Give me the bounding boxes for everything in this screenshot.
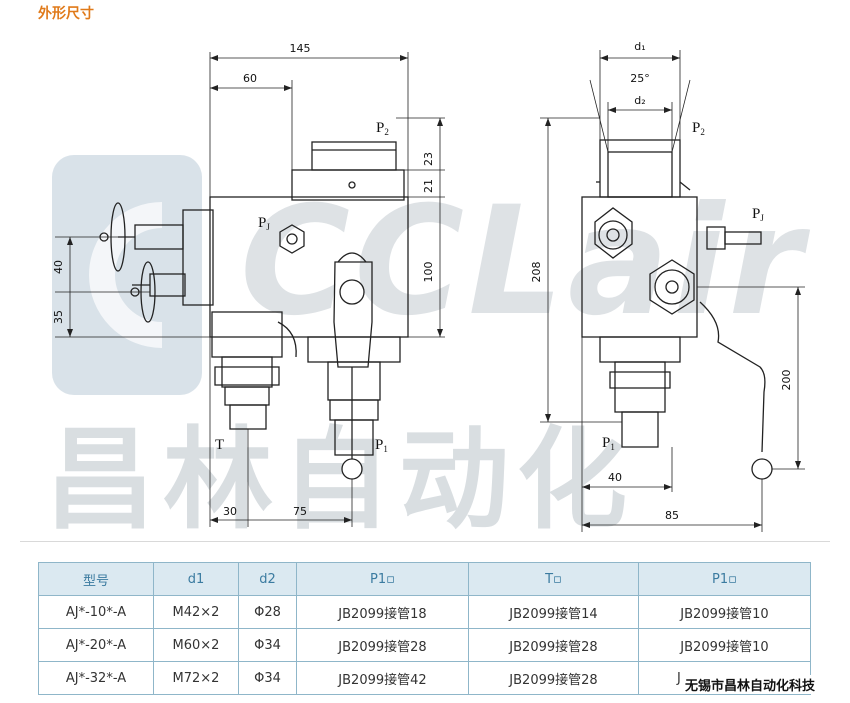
side-view [581, 139, 773, 480]
section-heading: 外形尺寸 [38, 6, 94, 22]
table-header-row: 型号 d1 d2 P1▫ T▫ P1▫ [38, 562, 811, 596]
company-name: 无锡市昌林自动化科技 [683, 675, 818, 694]
dimension-arrows [67, 55, 801, 528]
dim-40-side: 40 [608, 471, 622, 484]
dimension-drawing: 145 60 23 21 100 40 35 30 75 d₁ 25° d₂ 2… [52, 40, 805, 532]
table-cell: JB2099接管18 [296, 595, 469, 629]
dim-100: 100 [422, 262, 435, 283]
table-cell: AJ*-20*-A [38, 628, 154, 662]
table-cell: JB2099接管28 [468, 628, 639, 662]
front-dimensions [55, 52, 445, 527]
table-cell: M72×2 [153, 661, 239, 695]
label-p1-front: P1 [375, 437, 388, 454]
dim-75: 75 [293, 505, 307, 518]
header-d1: d1 [153, 562, 239, 596]
dim-85: 85 [665, 509, 679, 522]
watermark-brand-cn: 昌林自动化 [45, 416, 635, 544]
table-row: AJ*-10*-A M42×2 Φ28 JB2099接管18 JB2099接管1… [38, 595, 811, 629]
dim-21: 21 [422, 179, 435, 193]
label-pj-side: PJ [752, 206, 764, 223]
dim-40: 40 [52, 260, 65, 274]
table-cell: M42×2 [153, 595, 239, 629]
dim-60: 60 [243, 72, 257, 85]
table-cell: JB2099接管28 [468, 661, 639, 695]
dim-angle: 25° [630, 72, 650, 85]
front-view [99, 141, 409, 480]
side-dimensions [540, 50, 805, 532]
table-cell: JB2099接管10 [638, 628, 811, 662]
table-cell: JB2099接管10 [638, 595, 811, 629]
header-t: T▫ [468, 562, 639, 596]
dim-200: 200 [780, 370, 793, 391]
label-p2-side: P2 [692, 120, 705, 137]
table-cell: AJ*-10*-A [38, 595, 154, 629]
dim-30: 30 [223, 505, 237, 518]
header-p1-b: P1▫ [638, 562, 811, 596]
table-cell: AJ*-32*-A [38, 661, 154, 695]
spec-table: 型号 d1 d2 P1▫ T▫ P1▫ AJ*-10*-A M42×2 Φ28 … [38, 562, 811, 695]
section-divider [20, 541, 830, 542]
dim-d2: d₂ [634, 94, 645, 107]
table-cell: Φ34 [238, 628, 297, 662]
label-p2-front: P2 [376, 120, 389, 137]
table-cell: JB2099接管42 [296, 661, 469, 695]
table-cell: JB2099接管28 [296, 628, 469, 662]
dim-35: 35 [52, 310, 65, 324]
label-pj-front: PJ [258, 215, 270, 232]
table-row: AJ*-32*-A M72×2 Φ34 JB2099接管42 JB2099接管2… [38, 661, 811, 695]
header-model: 型号 [38, 562, 154, 596]
watermark-logo [52, 155, 202, 395]
dim-23: 23 [422, 152, 435, 166]
table-cell: M60×2 [153, 628, 239, 662]
label-p1-side: P1 [602, 435, 615, 452]
dim-145: 145 [290, 42, 311, 55]
header-d2: d2 [238, 562, 297, 596]
table-cell: Φ34 [238, 661, 297, 695]
dim-d1: d₁ [634, 40, 645, 53]
header-p1: P1▫ [296, 562, 469, 596]
table-cell: JB2099接管14 [468, 595, 639, 629]
table-cell: Φ28 [238, 595, 297, 629]
dim-208: 208 [530, 262, 543, 283]
label-t: T [215, 437, 224, 453]
table-row: AJ*-20*-A M60×2 Φ34 JB2099接管28 JB2099接管2… [38, 628, 811, 662]
